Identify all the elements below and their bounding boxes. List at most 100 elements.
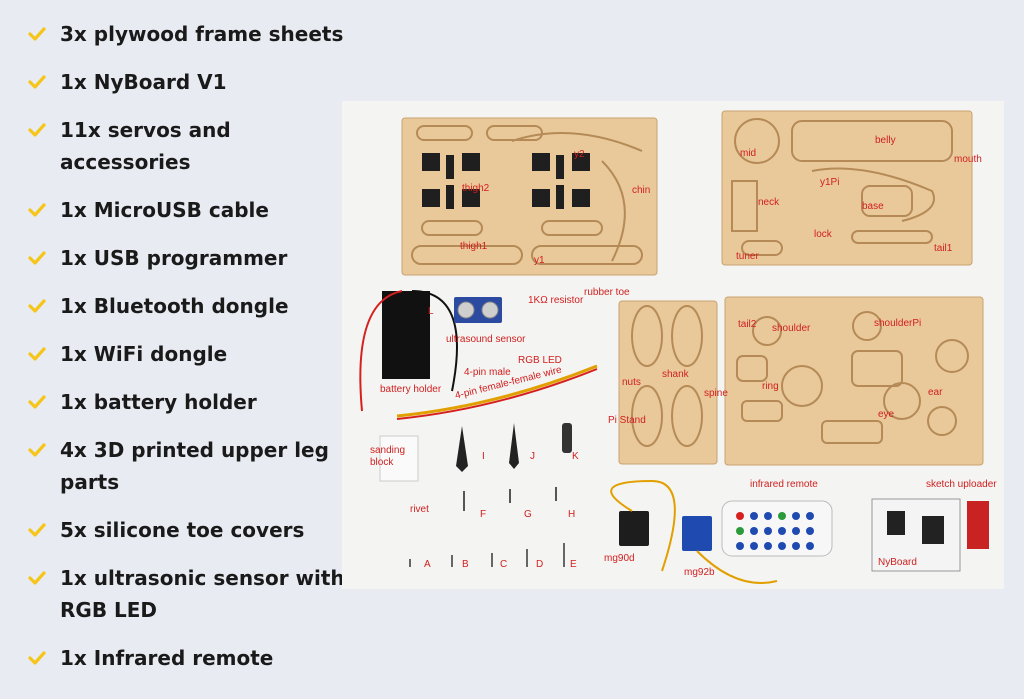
label-tail2: tail2 xyxy=(738,319,757,330)
label-tuner: tuner xyxy=(736,251,759,262)
checklist-item: 1x MicroUSB cable xyxy=(28,194,348,226)
label-tail1: tail1 xyxy=(934,243,953,254)
label-ultrasound-sensor: ultrasound sensor xyxy=(446,334,526,345)
label-j: J xyxy=(530,451,535,462)
label-chin: chin xyxy=(632,185,651,196)
checkmark-icon xyxy=(28,194,60,226)
parts-checklist: 3x plywood frame sheets 1x NyBoard V1 11x … xyxy=(28,18,348,690)
checklist-item: 4x 3D printed upper leg parts xyxy=(28,434,348,498)
label-spine: spine xyxy=(704,388,728,399)
label-sanding-block: sanding block xyxy=(370,445,406,468)
label-a: A xyxy=(424,559,431,570)
checklist-item-text: 4x 3D printed upper leg parts xyxy=(60,438,329,494)
checklist-item: 1x ultrasonic sensor with RGB LED xyxy=(28,562,348,626)
label-infrared-remote: infrared remote xyxy=(750,479,818,490)
checkmark-icon xyxy=(28,642,60,674)
checklist-item: 3x plywood frame sheets xyxy=(28,18,348,50)
sheet-1-cutouts xyxy=(411,125,643,265)
kit-parts-illustration xyxy=(359,110,989,584)
label-rgb-led: RGB LED xyxy=(518,355,562,366)
checklist-item: 1x NyBoard V1 xyxy=(28,66,348,98)
sketch-uploader-board xyxy=(967,501,989,549)
checkmark-icon xyxy=(28,66,60,98)
checklist-item: 1x Bluetooth dongle xyxy=(28,290,348,322)
label-ear: ear xyxy=(928,387,943,398)
label-shoulder: shoulder xyxy=(772,323,811,334)
plywood-sheet-3 xyxy=(618,300,718,465)
label-mg90d: mg90d xyxy=(604,553,635,564)
label-battery-holder: battery holder xyxy=(380,384,442,395)
checkmark-icon xyxy=(28,114,60,146)
checkmark-icon xyxy=(28,290,60,322)
checklist-item-text: 5x silicone toe covers xyxy=(60,518,305,542)
label-thigh1: thigh1 xyxy=(460,241,488,252)
label-pi-stand: Pi Stand xyxy=(608,415,646,426)
plywood-sheet-2 xyxy=(721,110,973,266)
screws xyxy=(409,543,565,567)
label-rivet: rivet xyxy=(410,504,429,515)
checklist-item-text: 1x battery holder xyxy=(60,390,257,414)
checkmark-icon xyxy=(28,338,60,370)
springs xyxy=(463,487,557,511)
checklist-item-text: 1x Infrared remote xyxy=(60,646,274,670)
checklist-item: 1x battery holder xyxy=(28,386,348,418)
servo-mg92b xyxy=(682,516,712,551)
label-belly: belly xyxy=(875,135,896,146)
sheet-1-servo-holes xyxy=(422,153,590,209)
checkmark-icon xyxy=(28,242,60,274)
infrared-remote-body xyxy=(721,500,833,557)
remote-buttons xyxy=(736,512,814,550)
servo-mg90d xyxy=(619,511,649,546)
label-neck: neck xyxy=(758,197,780,208)
checklist-item-text: 1x Bluetooth dongle xyxy=(60,294,289,318)
label-i: I xyxy=(482,451,485,462)
sheet-3-cutouts xyxy=(631,305,703,447)
checklist-item-text: 1x NyBoard V1 xyxy=(60,70,227,94)
label-k: K xyxy=(572,451,579,462)
four-pin-wire xyxy=(396,364,598,418)
label-l: L xyxy=(428,306,434,317)
checkmark-icon xyxy=(28,562,60,594)
sanding-block xyxy=(379,435,419,482)
checklist-item: 11x servos and accessories xyxy=(28,114,348,178)
label-mid: mid xyxy=(740,148,757,159)
checklist-item: 1x Infrared remote xyxy=(28,642,348,674)
sheet-2-cutouts xyxy=(731,118,953,256)
label-h: H xyxy=(568,509,576,520)
label-four-pin-male: 4-pin male xyxy=(464,367,511,378)
label-lock: lock xyxy=(814,229,832,240)
kit-parts-photo: y2 thigh2 chin thigh1 y1 mid belly mouth… xyxy=(342,101,1004,589)
label-mouth: mouth xyxy=(954,154,982,165)
label-sketch-uploader: sketch uploader xyxy=(926,479,997,490)
label-rubber-toe: rubber toe xyxy=(584,287,630,298)
label-y1pi: y1Pi xyxy=(820,177,840,188)
label-shoulderpi: shoulderPi xyxy=(874,318,922,329)
label-thigh2: thigh2 xyxy=(462,183,490,194)
label-d: D xyxy=(536,559,544,570)
sheet-4-cutouts xyxy=(736,311,969,444)
label-shank: shank xyxy=(662,369,689,380)
label-e: E xyxy=(570,559,577,570)
battery-holder-body xyxy=(382,291,430,379)
checklist-item-text: 1x MicroUSB cable xyxy=(60,198,269,222)
checkmark-icon xyxy=(28,18,60,50)
checkmark-icon xyxy=(28,386,60,418)
checkmark-icon xyxy=(28,514,60,546)
label-ring: ring xyxy=(762,381,779,392)
checklist-item-text: 1x WiFi dongle xyxy=(60,342,228,366)
checkmark-icon xyxy=(28,434,60,466)
checklist-item-text: 1x ultrasonic sensor with RGB LED xyxy=(60,566,345,622)
checklist-item: 5x silicone toe covers xyxy=(28,514,348,546)
label-nyboard: NyBoard xyxy=(878,557,917,568)
checklist-item: 1x WiFi dongle xyxy=(28,338,348,370)
label-base: base xyxy=(862,201,884,212)
label-f: F xyxy=(480,509,487,520)
label-mg92b: mg92b xyxy=(684,567,715,578)
label-y1: y1 xyxy=(534,255,545,266)
label-y2: y2 xyxy=(574,149,585,160)
label-nuts: nuts xyxy=(622,377,641,388)
checklist-item-text: 11x servos and accessories xyxy=(60,118,231,174)
plywood-sheet-4 xyxy=(724,296,984,466)
nyboard-pcb xyxy=(871,498,961,572)
label-b: B xyxy=(462,559,469,570)
